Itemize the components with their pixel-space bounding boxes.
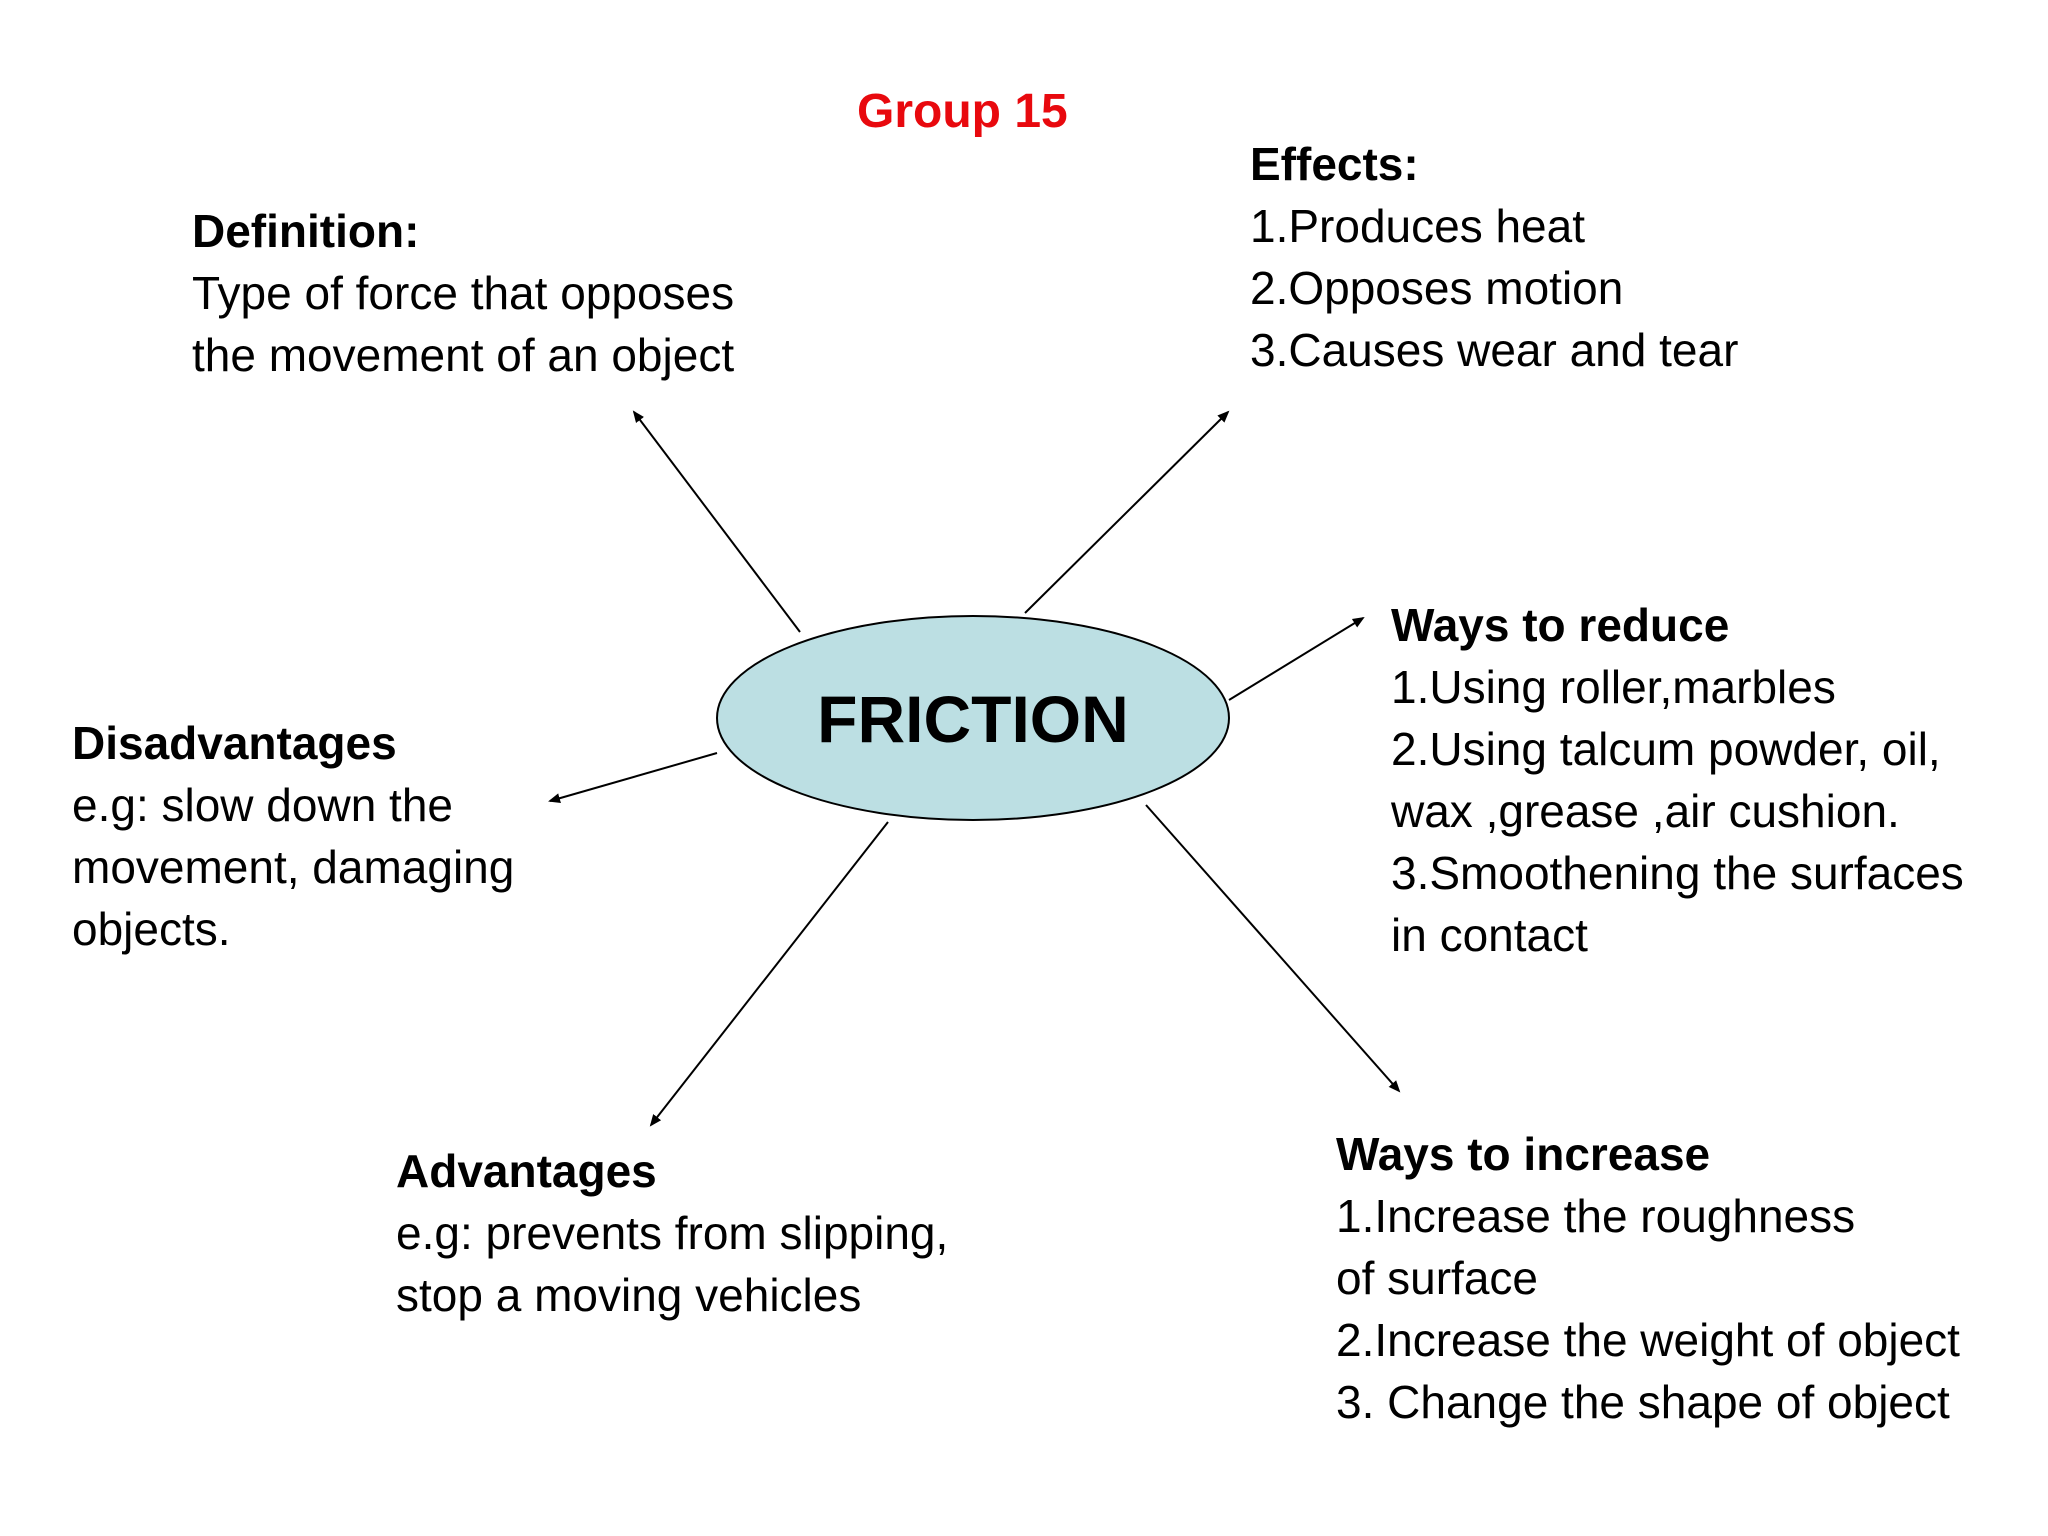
disadvantages-line: movement, damaging [72,841,515,893]
ways-to-reduce-item: 2.Using talcum powder, oil, [1391,723,1941,775]
ways-to-reduce-item: wax ,grease ,air cushion. [1391,785,1900,837]
ways-to-increase-item: 2.Increase the weight of object [1336,1314,1960,1366]
definition-block: Definition: Type of force that opposes t… [192,200,734,386]
center-label: FRICTION [817,682,1129,756]
ways-to-reduce-item: 1.Using roller,marbles [1391,661,1836,713]
ways-to-increase-block: Ways to increase 1.Increase the roughnes… [1336,1123,1960,1433]
ways-to-reduce-heading: Ways to reduce [1391,599,1730,651]
disadvantages-block: Disadvantages e.g: slow down the movemen… [72,712,514,960]
disadvantages-line: e.g: slow down the [72,779,454,831]
arrow-to-ways-to-reduce [1228,616,1365,701]
arrow-to-definition [632,410,801,633]
ways-to-increase-item: 3. Change the shape of object [1336,1376,1950,1428]
ways-to-increase-heading: Ways to increase [1336,1128,1711,1180]
disadvantages-heading: Disadvantages [72,717,397,769]
disadvantages-line: objects. [72,903,231,955]
arrow-to-ways-to-increase [1145,804,1401,1093]
definition-line: Type of force that opposes [192,267,735,319]
advantages-heading: Advantages [396,1145,657,1197]
effects-item: 2.Opposes motion [1250,262,1624,314]
effects-item: 1.Produces heat [1250,200,1586,252]
ways-to-reduce-block: Ways to reduce 1.Using roller,marbles 2.… [1391,594,1964,966]
arrow-to-effects [1024,410,1230,614]
ways-to-reduce-item: 3.Smoothening the surfaces [1391,847,1964,899]
arrow-to-disadvantages [548,752,718,804]
advantages-line: stop a moving vehicles [396,1269,862,1321]
ways-to-reduce-item: in contact [1391,909,1588,961]
definition-heading: Definition: [192,205,420,257]
ways-to-increase-item: 1.Increase the roughness [1336,1190,1856,1242]
center-ellipse [716,615,1230,821]
effects-item: 3.Causes wear and tear [1250,324,1739,376]
definition-line: the movement of an object [192,329,735,381]
arrow-to-advantages [649,821,889,1127]
effects-heading: Effects: [1250,138,1419,190]
advantages-block: Advantages e.g: prevents from slipping, … [396,1140,948,1326]
advantages-line: e.g: prevents from slipping, [396,1207,949,1259]
page-title: Group 15 [857,85,1068,138]
effects-block: Effects: 1.Produces heat 2.Opposes motio… [1250,133,1738,381]
ways-to-increase-item: of surface [1336,1252,1538,1304]
